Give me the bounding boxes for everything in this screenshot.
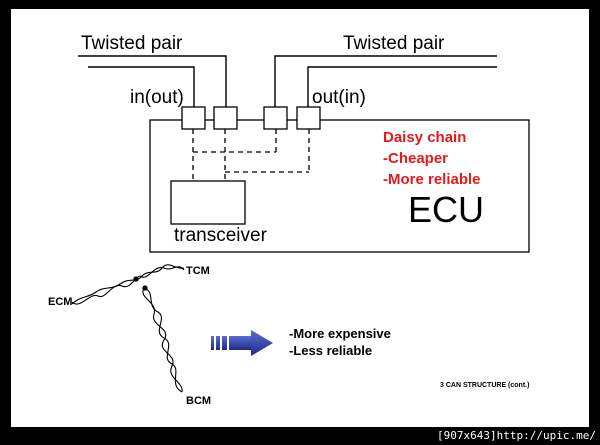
ecu-box xyxy=(149,119,530,253)
cheaper-label: -Cheaper xyxy=(383,150,449,167)
footer-caption: 3 CAN STRUCTURE (cont.) xyxy=(440,382,530,389)
slide-background xyxy=(11,9,589,427)
transceiver-label: transceiver xyxy=(174,225,267,246)
connector-2 xyxy=(213,106,238,130)
watermark-bar[interactable]: [907x643]http://upic.me/ xyxy=(435,429,598,443)
more-expensive-label: -More expensive xyxy=(289,326,391,341)
connector-1 xyxy=(181,106,206,130)
junction-dot-2 xyxy=(142,285,148,291)
port-out-in-label: out(in) xyxy=(312,87,366,108)
ecm-label: ECM xyxy=(48,296,73,308)
connector-3 xyxy=(263,106,288,130)
junction-dot-1 xyxy=(133,276,139,282)
daisy-chain-label: Daisy chain xyxy=(383,129,467,146)
twisted-pair-wires-right xyxy=(274,55,497,108)
internal-dashed-wiring xyxy=(192,129,310,181)
twisted-pair-left-label: Twisted pair xyxy=(81,33,183,54)
more-reliable-label: -More reliable xyxy=(383,171,481,188)
blue-arrow xyxy=(211,330,273,356)
tcm-label: TCM xyxy=(186,265,210,277)
ecu-label: ECU xyxy=(408,189,485,230)
port-in-out-label: in(out) xyxy=(130,87,184,108)
cable-ecm-strand-b xyxy=(71,275,141,305)
twisted-pair-wires-left xyxy=(78,55,227,108)
cable-bcm-strand-b xyxy=(142,287,183,393)
cable-tcm-strand-b xyxy=(139,266,185,278)
cable-ecm-strand-a xyxy=(71,277,141,305)
twisted-pair-right-label: Twisted pair xyxy=(343,33,445,54)
star-twisted-cables xyxy=(71,264,185,393)
bcm-label: BCM xyxy=(186,395,212,407)
less-reliable-label: -Less reliable xyxy=(289,343,373,358)
transceiver-box xyxy=(170,180,246,225)
connector-4 xyxy=(296,106,321,130)
